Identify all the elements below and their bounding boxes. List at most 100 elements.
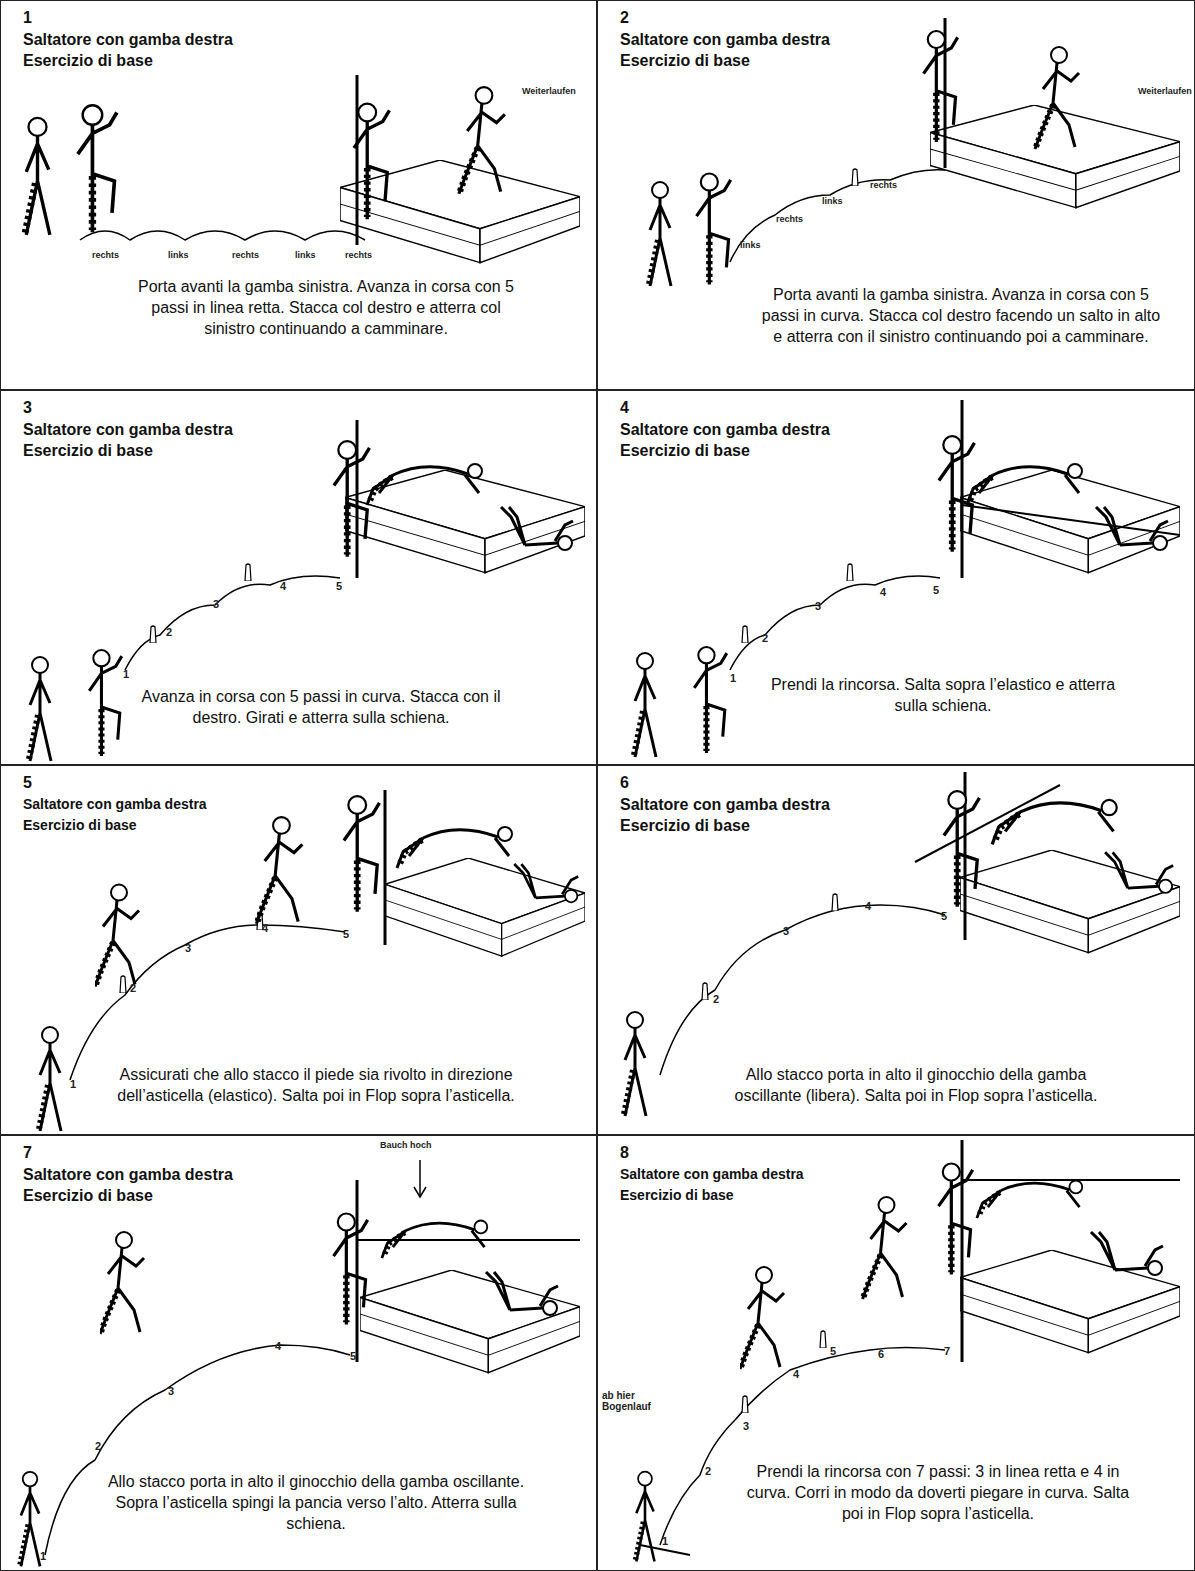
figure-drawing <box>847 564 853 581</box>
figure-drawing <box>334 441 370 557</box>
step-number: 3 <box>168 1385 174 1397</box>
figure-drawing <box>1091 1232 1163 1275</box>
annotation-label: rechts <box>232 250 259 260</box>
annotation-label: rechts <box>776 214 803 224</box>
figure-drawing <box>360 1270 580 1373</box>
step-number: 7 <box>944 1345 950 1357</box>
annotation-label: Bauch hoch <box>380 1140 432 1150</box>
step-number: 1 <box>40 1550 46 1562</box>
figure-drawing <box>820 1331 826 1348</box>
exercise-panel: 5 Saltatore con gamba destraEsercizio di … <box>0 765 597 1135</box>
panel-heading: Saltatore con gamba destra <box>23 1166 233 1184</box>
figure-drawing <box>367 464 482 505</box>
figure-drawing <box>89 650 122 756</box>
figure-drawing <box>742 626 748 643</box>
panel-number: 3 <box>23 399 32 417</box>
panel-heading: Esercizio di base <box>23 817 137 833</box>
panel-number: 7 <box>23 1144 32 1162</box>
figure-drawing <box>25 118 50 235</box>
figure-drawing <box>960 470 1180 573</box>
step-number: 2 <box>713 993 719 1005</box>
panel-heading: Saltatore con gamba destra <box>620 796 830 814</box>
figure-drawing <box>486 1272 558 1315</box>
exercise-panel: 3Saltatore con gamba destraEsercizio di … <box>0 390 597 765</box>
exercise-panel: 2Saltatore con gamba destraEsercizio di … <box>597 0 1195 390</box>
exercise-description: Porta avanti la gamba sinistra. Avanza i… <box>136 276 516 339</box>
panel-heading: Saltatore con gamba destra <box>23 796 207 812</box>
figure-drawing <box>245 564 251 581</box>
step-number: 2 <box>762 632 768 644</box>
panel-8-art-part <box>962 1179 1180 1181</box>
step-number: 2 <box>705 1465 711 1477</box>
figure-drawing <box>967 464 1082 505</box>
panel-2-art-part <box>730 170 945 262</box>
figure-drawing <box>78 105 117 232</box>
step-number: 3 <box>743 1420 749 1432</box>
exercise-description: Prendi la rincorsa con 7 passi: 3 in lin… <box>738 1461 1138 1524</box>
annotation-label: links <box>740 240 761 250</box>
step-number: 4 <box>880 586 886 598</box>
step-number: 5 <box>933 584 939 596</box>
figure-drawing <box>514 864 578 902</box>
exercise-panel: 6Saltatore con gamba destraEsercizio di … <box>597 765 1195 1135</box>
panel-3-art <box>29 420 585 761</box>
panel-7-art-part <box>414 1187 426 1197</box>
exercise-panel: 1Saltatore con gamba destraEsercizio di … <box>0 0 597 390</box>
figure-drawing <box>649 182 671 286</box>
panel-3-art-part <box>356 420 359 578</box>
annotation-label: Weiterlaufen <box>1138 86 1192 96</box>
panel-heading: Esercizio di base <box>620 817 750 835</box>
figure-drawing <box>924 31 958 142</box>
figure-drawing <box>944 791 980 907</box>
figure-drawing <box>382 1221 487 1259</box>
panel-4-art-part <box>730 576 940 670</box>
panel-heading: Esercizio di base <box>620 1187 734 1203</box>
panel-number: 1 <box>23 9 32 27</box>
panel-heading: Esercizio di base <box>23 442 153 460</box>
exercise-description: Avanza in corsa con 5 passi in curva. St… <box>126 686 516 728</box>
panel-8-art-part <box>961 1140 964 1362</box>
step-number: 3 <box>815 600 821 612</box>
exercise-panel: 7Saltatore con gamba destraEsercizio di … <box>0 1135 597 1571</box>
panel-6-art-part <box>660 905 945 1075</box>
panel-number: 8 <box>620 1144 629 1162</box>
panel-4-art-part <box>962 505 1180 535</box>
figure-drawing <box>100 1232 144 1334</box>
figure-drawing <box>832 894 838 911</box>
panel-heading: Esercizio di base <box>23 52 153 70</box>
figure-drawing <box>385 858 585 956</box>
panel-heading: Saltatore con gamba destra <box>620 421 830 439</box>
step-number: 2 <box>95 1440 101 1452</box>
panel-1-art-part <box>80 231 365 240</box>
annotation-label: links <box>168 250 189 260</box>
annotation-label: rechts <box>345 250 372 260</box>
step-number: 5 <box>941 910 947 922</box>
panel-heading: Saltatore con gamba destra <box>23 31 233 49</box>
figure-drawing <box>634 653 656 757</box>
figure-drawing <box>334 1213 368 1324</box>
figure-drawing <box>636 1472 655 1562</box>
panel-number: 6 <box>620 774 629 792</box>
annotation-label: ab hier Bogenlauf <box>602 1390 662 1412</box>
figure-drawing <box>939 1163 973 1274</box>
step-number: 5 <box>830 1345 836 1357</box>
panel-number: 4 <box>620 399 629 417</box>
step-number: 2 <box>130 982 136 994</box>
step-number: 5 <box>350 1350 356 1362</box>
figure-drawing <box>852 169 858 186</box>
panel-heading: Saltatore con gamba destra <box>23 421 233 439</box>
figure-drawing <box>459 87 505 194</box>
panel-heading: Esercizio di base <box>23 1187 153 1205</box>
panel-5-art <box>39 790 585 1131</box>
panel-4-art-part <box>961 400 964 578</box>
figure-drawing <box>150 626 156 643</box>
panel-1-art-part <box>356 75 359 245</box>
step-number: 5 <box>343 928 349 940</box>
step-number: 1 <box>70 1078 76 1090</box>
figure-drawing <box>624 1012 646 1116</box>
panel-number: 2 <box>620 9 629 27</box>
annotation-label: rechts <box>870 180 897 190</box>
panel-1-art <box>25 75 580 263</box>
step-number: 4 <box>262 922 268 934</box>
figure-drawing <box>863 1197 907 1299</box>
